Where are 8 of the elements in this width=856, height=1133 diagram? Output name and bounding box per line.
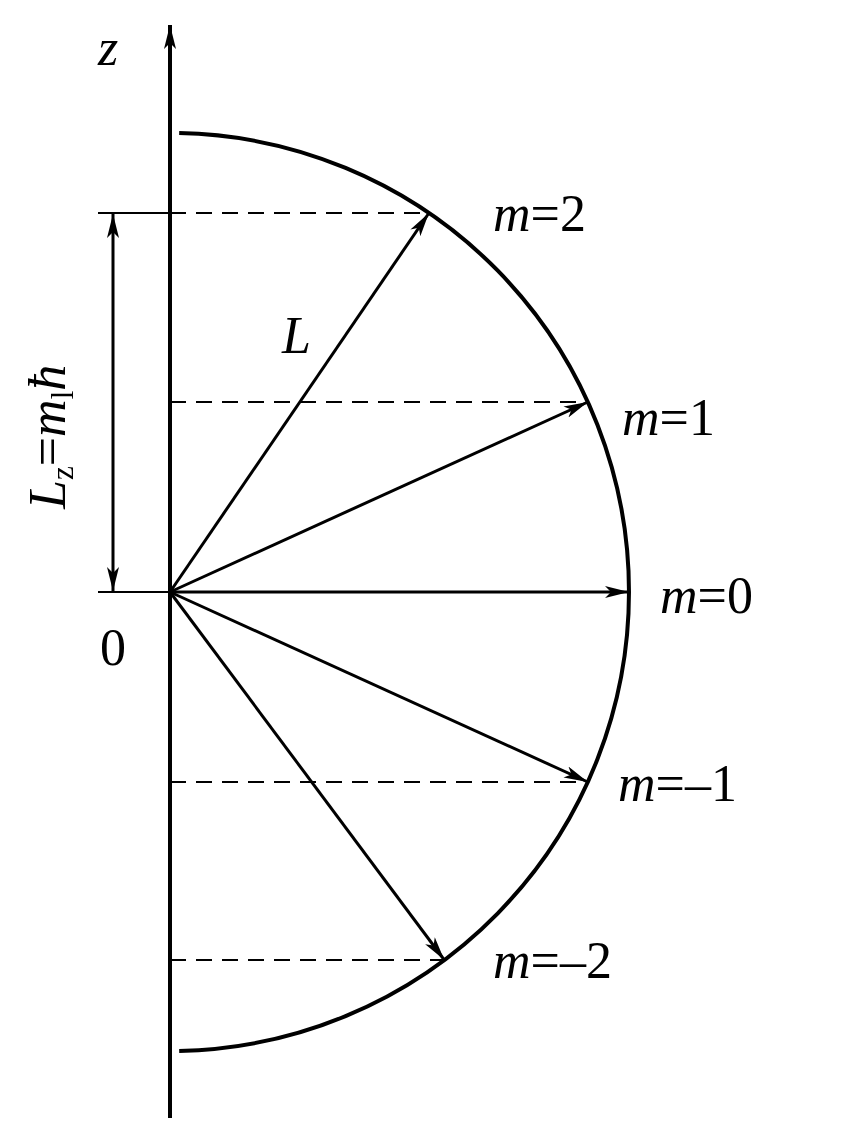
axis-label: 0 [100,622,126,674]
vector-label: L [282,310,311,362]
quantum-number-label: m=–1 [618,758,737,810]
quantum-number-label: m=–2 [493,935,612,987]
quantum-number-label: m=1 [622,392,715,444]
axis-label: z [98,22,119,74]
quantum-number-label: m=2 [493,188,586,240]
quantum-number-label: m=0 [660,570,753,622]
